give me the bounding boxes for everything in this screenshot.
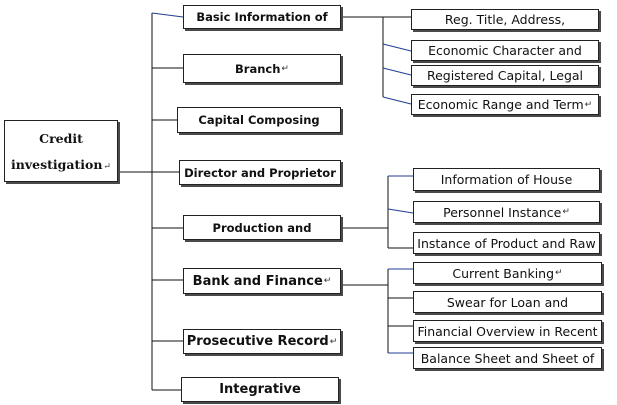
detail-production-1: Information of House bbox=[413, 168, 600, 191]
detail-basic-3: Registered Capital, Legal bbox=[411, 65, 599, 86]
category-label: Capital Composing bbox=[198, 113, 320, 127]
category-bank-finance: Bank and Finance↵ bbox=[183, 268, 341, 294]
detail-production-2: Personnel Instance↵ bbox=[413, 201, 600, 223]
detail-bank-4: Balance Sheet and Sheet of bbox=[413, 347, 602, 369]
detail-label: Current Banking bbox=[452, 265, 555, 281]
detail-label: Information of House bbox=[440, 172, 573, 187]
category-label: Production and bbox=[212, 220, 312, 235]
detail-basic-1: Reg. Title, Address, bbox=[411, 9, 599, 30]
detail-label: Registered Capital, Legal bbox=[426, 68, 584, 83]
category-label: Prosecutive Record bbox=[186, 334, 329, 349]
category-branch: Branch↵ bbox=[183, 54, 341, 83]
detail-label: Swear for Loan and bbox=[446, 294, 569, 310]
category-director-proprietor: Director and Proprietor bbox=[179, 160, 341, 185]
category-label: Basic Information of bbox=[196, 10, 328, 24]
category-label: Director and Proprietor bbox=[184, 165, 336, 180]
category-integrative: Integrative bbox=[181, 377, 339, 402]
detail-label: Personnel Instance bbox=[443, 204, 562, 220]
detail-basic-2: Economic Character and bbox=[411, 40, 599, 61]
detail-label: Balance Sheet and Sheet of bbox=[420, 350, 595, 366]
root-node: Credit investigation↵ bbox=[4, 120, 118, 182]
category-label: Bank and Finance bbox=[192, 273, 323, 289]
root-label-line1: Credit bbox=[39, 130, 83, 146]
detail-bank-1: Current Banking↵ bbox=[413, 262, 602, 284]
detail-bank-2: Swear for Loan and bbox=[413, 291, 602, 313]
detail-basic-4: Economic Range and Term↵ bbox=[411, 94, 599, 115]
detail-production-3: Instance of Product and Raw bbox=[413, 232, 600, 254]
detail-label: Economic Character and bbox=[428, 43, 582, 58]
root-label-line2: investigation↵ bbox=[11, 156, 111, 172]
category-prosecutive-record: Prosecutive Record↵ bbox=[183, 329, 341, 354]
category-capital-composing: Capital Composing bbox=[177, 107, 341, 133]
branch-connector-basic bbox=[151, 12, 184, 18]
detail-label: Economic Range and Term bbox=[417, 97, 584, 112]
category-label: Integrative bbox=[219, 382, 301, 397]
category-production: Production and bbox=[183, 215, 341, 240]
detail-bank-3: Financial Overview in Recent bbox=[413, 320, 602, 342]
category-basic-information: Basic Information of bbox=[183, 5, 341, 29]
detail-label: Reg. Title, Address, bbox=[444, 12, 566, 27]
detail-label: Instance of Product and Raw bbox=[417, 235, 596, 251]
detail-label: Financial Overview in Recent bbox=[417, 323, 598, 339]
category-label: Branch bbox=[235, 61, 281, 76]
